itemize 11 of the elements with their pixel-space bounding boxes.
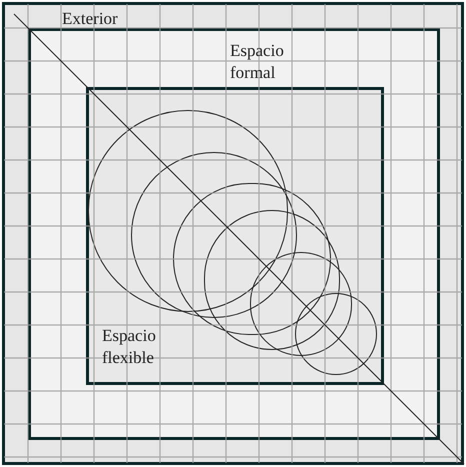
circle-outline (250, 252, 352, 356)
circle-outline (88, 110, 288, 312)
zone-square (86, 87, 384, 385)
zone-label: Espacio flexible (102, 325, 157, 369)
zone-label: Espacio formal (230, 40, 285, 84)
circle-outline (295, 293, 377, 375)
circle-outline (173, 183, 331, 335)
zone-label: Exterior (62, 8, 119, 30)
circle-outline (131, 152, 297, 318)
circle-outline (204, 210, 340, 350)
zone-square (28, 28, 440, 440)
